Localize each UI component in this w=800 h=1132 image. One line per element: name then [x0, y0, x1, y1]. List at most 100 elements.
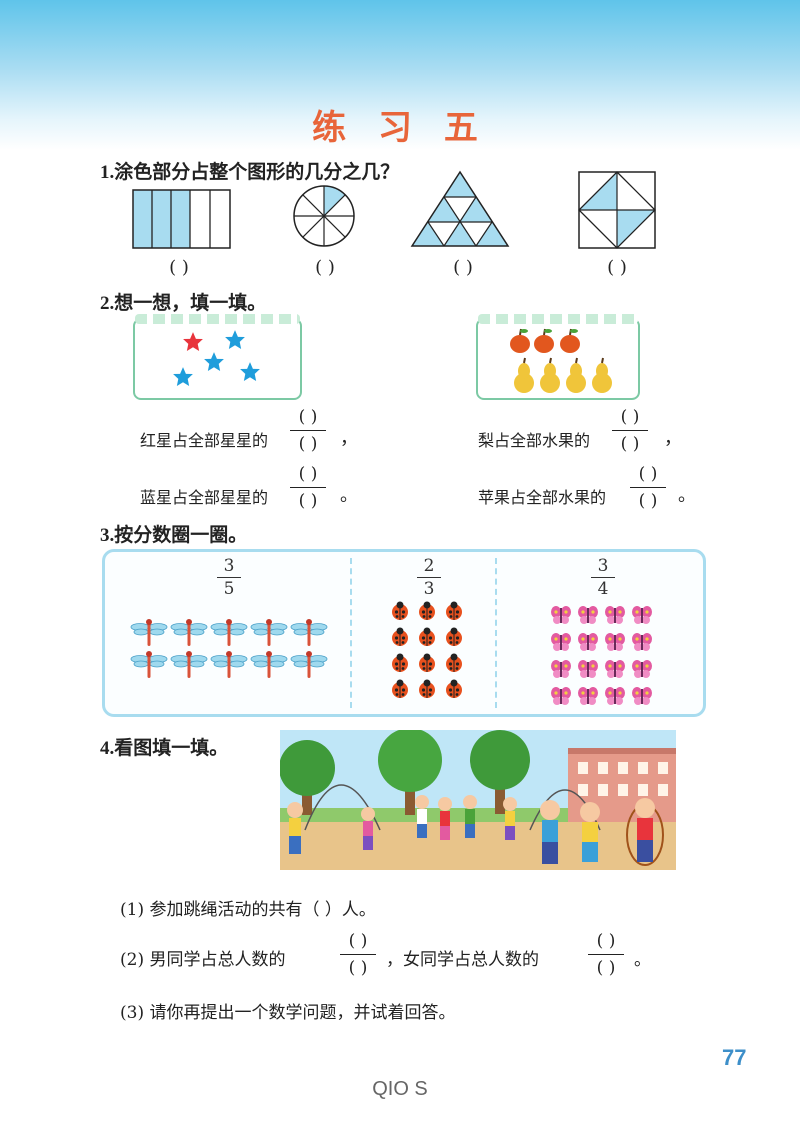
- ladybug-icon: [392, 679, 408, 698]
- butterfly-icon: [632, 606, 652, 624]
- dragonfly-icon: [170, 619, 208, 646]
- panel-divider: [495, 558, 497, 708]
- fraction-denominator-blank[interactable]: ( ): [298, 434, 318, 454]
- fraction-3-5: 3 5: [214, 556, 244, 599]
- ladybug-icon: [446, 653, 462, 672]
- red-star-question: 红星占全部星星的: [140, 431, 269, 450]
- q1-answer-4[interactable]: ( ): [607, 257, 627, 278]
- triangle-nine-parts-icon: [410, 170, 510, 247]
- fraction-numerator-blank[interactable]: ( ): [298, 464, 318, 484]
- fraction-2-3: 2 3: [414, 556, 444, 599]
- dragonfly-icon: [290, 651, 328, 678]
- q4-subquestion-1: (1) 参加跳绳活动的共有（ ）人。: [120, 900, 376, 920]
- child-icon: [635, 798, 655, 862]
- butterfly-icon: [551, 660, 571, 678]
- dragonfly-icon: [210, 619, 248, 646]
- ladybug-icon: [419, 601, 435, 620]
- fraction-denominator-blank[interactable]: ( ): [638, 491, 658, 511]
- denominator: 5: [223, 579, 235, 599]
- q1-answer-1[interactable]: ( ): [169, 257, 189, 278]
- panel-divider: [350, 558, 352, 708]
- tree-icon: [470, 730, 530, 814]
- butterfly-icon: [605, 633, 625, 651]
- butterfly-icon: [578, 660, 598, 678]
- butterfly-icon: [551, 606, 571, 624]
- butterfly-icon: [578, 633, 598, 651]
- fraction-bar: [340, 954, 376, 955]
- q4-subquestion-2: (2) 男同学占总人数的: [120, 945, 285, 970]
- butterfly-icon: [551, 687, 571, 705]
- fraction-bar: [290, 487, 326, 488]
- q4-text: 看图填一填。: [114, 737, 229, 759]
- q3-number: 3.: [100, 525, 115, 546]
- butterfly-icon: [578, 687, 598, 705]
- apple-punct: 。: [678, 485, 696, 506]
- blue-star-fraction-blank[interactable]: ( ) ( ): [288, 463, 328, 512]
- boys-fraction-blank[interactable]: ( ) ( ): [338, 930, 378, 979]
- denominator: 4: [597, 579, 609, 599]
- square-eight-triangles-icon: [578, 171, 656, 249]
- apple-icon: [510, 328, 530, 353]
- butterfly-icon: [632, 660, 652, 678]
- child-icon: [415, 795, 429, 838]
- child-icon: [287, 802, 303, 854]
- pear-fraction-blank[interactable]: ( ) ( ): [610, 406, 650, 455]
- apple-icon: [534, 328, 554, 353]
- ladybug-icon: [419, 679, 435, 698]
- q4-number: 4.: [100, 738, 115, 759]
- q4-sub2-text-b: ，女同学占总人数的: [386, 950, 539, 970]
- pear-icon: [514, 357, 534, 393]
- q3-critters: [130, 601, 652, 705]
- q1-answer-2[interactable]: ( ): [315, 257, 335, 278]
- rectangle-five-strips-icon: [132, 189, 231, 249]
- ladybug-icon: [446, 627, 462, 646]
- q1-answer-3[interactable]: ( ): [453, 257, 473, 278]
- fraction-denominator-blank[interactable]: ( ): [620, 434, 640, 454]
- fraction-denominator-blank[interactable]: ( ): [298, 491, 318, 511]
- ladybug-icon: [392, 601, 408, 620]
- blue-star-question: 蓝星占全部星星的: [140, 488, 269, 507]
- fraction-numerator-blank[interactable]: ( ): [638, 464, 658, 484]
- dragonfly-icon: [130, 619, 168, 646]
- denominator: 3: [423, 579, 435, 599]
- ladybug-icon: [392, 653, 408, 672]
- dragonfly-icon: [210, 651, 248, 678]
- fraction-numerator-blank[interactable]: ( ): [596, 931, 616, 951]
- ladybug-icon: [419, 627, 435, 646]
- child-icon: [438, 797, 452, 840]
- fraction-bar: [290, 430, 326, 431]
- q1-number: 1.: [100, 162, 115, 183]
- circle-eight-sectors-icon: [293, 185, 355, 247]
- butterfly-icon: [605, 687, 625, 705]
- blue-star-punct: 。: [340, 485, 358, 506]
- fraction-denominator-blank[interactable]: ( ): [348, 958, 368, 978]
- apple-fraction-blank[interactable]: ( ) ( ): [628, 463, 668, 512]
- fraction-numerator-blank[interactable]: ( ): [298, 407, 318, 427]
- girls-fraction-blank[interactable]: ( ) ( ): [586, 930, 626, 979]
- pear-icon: [592, 357, 612, 393]
- tree-icon: [378, 730, 442, 815]
- child-icon: [463, 795, 477, 838]
- q4-subquestion-3: (3) 请你再提出一个数学问题，并试着回答。: [120, 1003, 456, 1023]
- page-number: 77: [722, 1045, 747, 1070]
- fraction-numerator-blank[interactable]: ( ): [620, 407, 640, 427]
- butterfly-icon: [578, 606, 598, 624]
- dragonfly-icon: [290, 619, 328, 646]
- q2-text: 想一想，填一填。: [114, 292, 267, 314]
- fraction-numerator-blank[interactable]: ( ): [348, 931, 368, 951]
- butterfly-icon: [605, 606, 625, 624]
- pear-question: 梨占全部水果的: [478, 431, 591, 450]
- ladybug-icon: [392, 627, 408, 646]
- red-star-fraction-blank[interactable]: ( ) ( ): [288, 406, 328, 455]
- tree-icon: [280, 740, 335, 815]
- fraction-denominator-blank[interactable]: ( ): [596, 958, 616, 978]
- butterfly-icon: [605, 660, 625, 678]
- pear-icon: [540, 357, 560, 393]
- q4-sub2-end: 。: [634, 950, 651, 970]
- fruits-illustration: [510, 328, 612, 393]
- q4-sub2-text-a: (2) 男同学占总人数的: [120, 950, 286, 970]
- stars-illustration: [173, 330, 260, 387]
- q1-text: 涂色部分占整个图形的几分之几？: [114, 161, 400, 183]
- q4-heading: 4.看图填一填。: [100, 733, 228, 760]
- red-star-punct: ，: [340, 428, 358, 449]
